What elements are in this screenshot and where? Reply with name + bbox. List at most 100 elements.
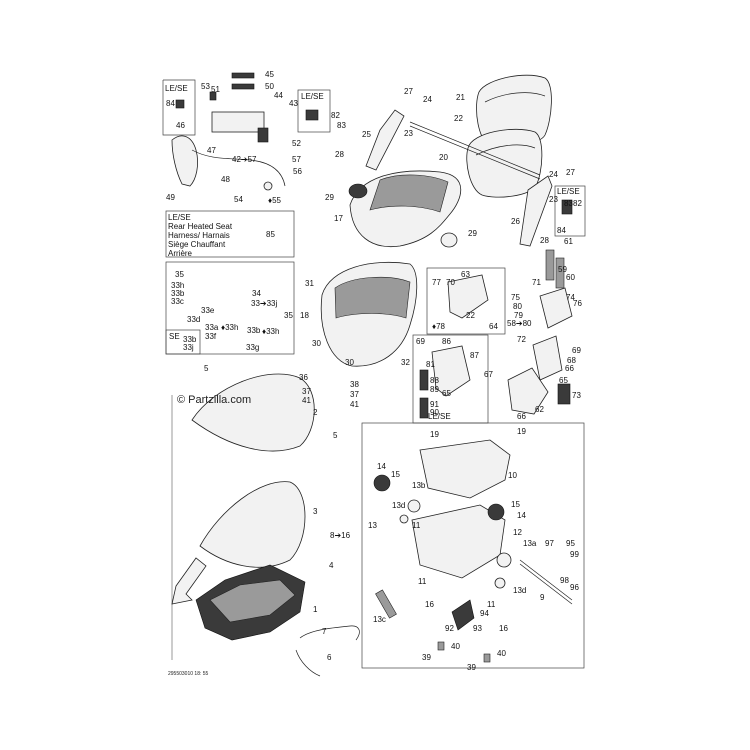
callout-22b: 22 — [466, 311, 475, 320]
callout-9: 9 — [540, 593, 545, 602]
callout-84a: 84 — [166, 99, 175, 108]
callout-27b: 27 — [566, 168, 575, 177]
gear-13d — [407, 499, 421, 513]
callout-92: 92 — [445, 624, 454, 633]
shaft-9 — [519, 559, 573, 601]
gear-13db — [494, 577, 506, 589]
backrest-lower-20 — [466, 128, 543, 198]
callout-33h1: 33h — [171, 281, 184, 290]
callout-28b: 28 — [540, 236, 549, 245]
callout-29b: 29 — [468, 229, 477, 238]
front-arrow-icon — [171, 557, 207, 605]
callout-64: 64 — [489, 322, 498, 331]
box-tag-le-se: LE/SE — [428, 412, 451, 421]
callout-18: 18 — [300, 311, 309, 320]
callout-51: 51 — [211, 85, 220, 94]
backrest-upper-21 — [476, 74, 552, 148]
relay-91 — [419, 397, 429, 419]
bracket-86 — [431, 345, 471, 397]
callout-23b: 23 — [549, 195, 558, 204]
callout-47: 47 — [207, 146, 216, 155]
watermark: © Partzilla.com — [177, 394, 251, 406]
callout-13da: 13d — [392, 501, 405, 510]
box-lever-detail — [426, 267, 506, 335]
rack-13c — [375, 589, 397, 619]
callout-60: 60 — [566, 273, 575, 282]
callout-1: 1 — [313, 605, 318, 614]
mechanism-62 — [507, 367, 549, 415]
callout-46: 46 — [176, 121, 185, 130]
callout-15b: 15 — [511, 500, 520, 509]
knob-29b — [440, 232, 458, 248]
callout-16a: 16 — [425, 600, 434, 609]
callout-71: 71 — [532, 278, 541, 287]
callout-29a: 29 — [325, 193, 334, 202]
callout-33b1: 33b — [171, 289, 185, 298]
callout-67: 67 — [484, 370, 493, 379]
callout-70: 70 — [446, 278, 455, 287]
callout-20: 20 — [439, 153, 448, 162]
callout-10: 10 — [508, 471, 517, 480]
callout-33e: 33e — [201, 306, 215, 315]
box-tag-le-se: LE/SE — [557, 187, 580, 196]
box-heated-harness: LE/SE Rear Heated Seat Harness/ Harnais … — [165, 210, 295, 258]
callout-11a: 11 — [412, 521, 421, 530]
callout-39a: 39 — [422, 653, 431, 662]
box-top-left: LE/SE — [162, 79, 196, 136]
rod-7 — [299, 625, 360, 641]
callout-73: 73 — [572, 391, 581, 400]
callout-69b: 69 — [572, 346, 581, 355]
clip-84 — [175, 99, 185, 109]
callout-58-80: 58➔80 — [507, 319, 532, 328]
shaft-9-edge — [519, 563, 573, 605]
callout-13c: 13c — [373, 615, 386, 624]
callout-55: ♦55 — [268, 196, 282, 205]
callout-35a: 35 — [175, 270, 184, 279]
callout-78: ♦78 — [432, 322, 446, 331]
clip-83b — [561, 199, 573, 215]
harness-47 — [191, 149, 286, 187]
switch-52 — [257, 127, 269, 143]
bolt-40a — [437, 641, 445, 651]
callout-33a: 33a — [205, 323, 219, 332]
callout-77: 77 — [432, 278, 441, 287]
box-tag-le-se: LE/SE — [165, 84, 188, 93]
arm-25 — [365, 109, 405, 171]
callout-labels: 45 50 44 43 53 51 84 46 47 82 83 52 42➔5… — [166, 70, 582, 672]
callout-36: 36 — [299, 373, 308, 382]
seat-base-1 — [195, 564, 306, 641]
callout-13a1: 13 — [368, 521, 377, 530]
callout-91: 91 — [430, 400, 439, 409]
heated-line-2: Rear Heated Seat — [168, 222, 233, 231]
callout-69a: 69 — [416, 337, 425, 346]
callout-33f: 33f — [205, 332, 217, 341]
callout-96: 96 — [570, 583, 579, 592]
handle-92 — [451, 599, 475, 631]
seat-cover-2 — [191, 373, 315, 452]
callout-34: 34 — [252, 289, 261, 298]
bracket-72 — [532, 335, 563, 381]
callout-37b: 37 — [350, 390, 359, 399]
callout-11b: 11 — [418, 577, 427, 586]
callout-13a2: 13a — [523, 539, 537, 548]
heated-line-5: Arrière — [168, 249, 193, 258]
callout-93: 93 — [473, 624, 482, 633]
callout-61: 61 — [564, 237, 573, 246]
bearing-14b — [487, 503, 505, 521]
frame-10 — [419, 439, 511, 499]
callout-50: 50 — [265, 82, 274, 91]
callout-45: 45 — [265, 70, 274, 79]
callout-53: 53 — [201, 82, 210, 91]
heated-line-4: Siège Chauffant — [168, 240, 226, 249]
callout-22: 22 — [454, 114, 463, 123]
callout-16b: 16 — [499, 624, 508, 633]
callout-35b: 35 — [284, 311, 293, 320]
callout-33c1: 33c — [171, 297, 184, 306]
callout-2: 2 — [313, 408, 318, 417]
box-right-tag: LE/SE — [554, 185, 586, 237]
lever-74 — [539, 287, 573, 329]
arm-26 — [519, 175, 553, 247]
box-tag-se: SE — [169, 332, 180, 341]
callout-75: 75 — [511, 293, 520, 302]
grip-61b — [555, 257, 565, 289]
